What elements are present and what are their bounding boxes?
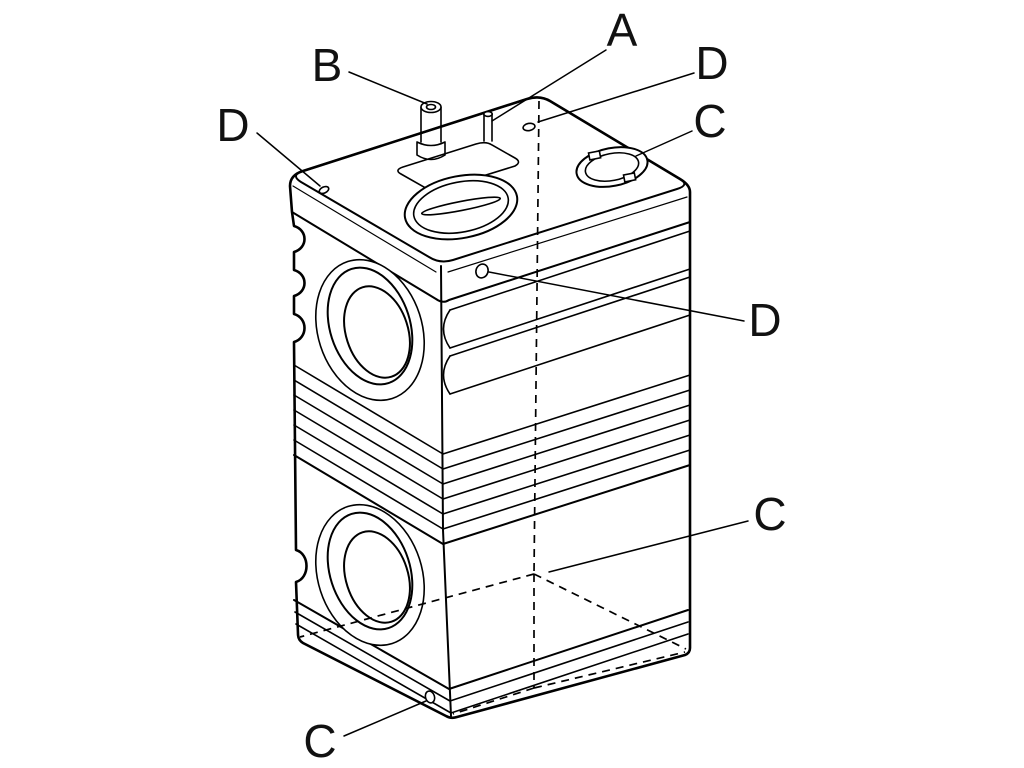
rib-end-arc bbox=[442, 309, 451, 349]
callout-label-b-top: B bbox=[312, 39, 343, 91]
callout-label-a-top: A bbox=[607, 4, 638, 56]
front-corner-edge bbox=[440, 265, 452, 717]
hidden-back-edge bbox=[533, 100, 540, 575]
vent-hole-cap-side bbox=[475, 263, 489, 279]
leader-d-mid-right bbox=[488, 271, 745, 322]
rib-line bbox=[293, 379, 691, 470]
vent-hole-top bbox=[522, 122, 536, 132]
filler-cap-slot bbox=[420, 196, 502, 216]
leader-d-top-right bbox=[537, 72, 695, 123]
rib-line bbox=[449, 314, 691, 395]
callout-label-c-bottom-left: C bbox=[303, 715, 336, 767]
top-features bbox=[318, 100, 649, 241]
rib-line bbox=[293, 439, 691, 530]
leader-c-mid-right bbox=[548, 520, 749, 573]
rib-line bbox=[294, 611, 689, 702]
callouts: A B D C D D C C bbox=[216, 4, 786, 767]
cap-chamfer-right bbox=[447, 196, 688, 273]
nipple-collar bbox=[416, 141, 446, 161]
rib-line bbox=[295, 623, 689, 714]
rib-line bbox=[293, 364, 691, 455]
rib-line bbox=[293, 424, 691, 515]
mid-ribs bbox=[293, 364, 691, 530]
leader-d-top-left bbox=[256, 132, 321, 187]
filler-cap bbox=[403, 173, 519, 241]
rib-line bbox=[449, 268, 691, 349]
nipple-bore bbox=[425, 103, 437, 111]
rib-line bbox=[449, 276, 691, 357]
vent-hole-top-left bbox=[318, 185, 330, 195]
callout-label-d-top-right: D bbox=[695, 37, 728, 89]
top-recess-tray bbox=[397, 141, 520, 191]
leader-c-bottom-left bbox=[343, 700, 427, 737]
nipple-barrel bbox=[420, 106, 442, 143]
hidden-bottom-right-edge bbox=[533, 573, 687, 650]
bayonet-tab bbox=[622, 171, 637, 183]
callout-label-d-mid-right: D bbox=[748, 294, 781, 346]
callout-label-c-top-right: C bbox=[693, 95, 726, 147]
upper-ribs bbox=[442, 230, 691, 395]
bayonet-tab bbox=[587, 149, 602, 161]
hidden-base-left-edge bbox=[452, 687, 535, 715]
hidden-edges bbox=[299, 100, 687, 715]
pin-top bbox=[482, 110, 493, 118]
callout-label-c-mid-right: C bbox=[753, 488, 786, 540]
rib-line bbox=[293, 394, 691, 485]
lower-module-top-edge bbox=[293, 454, 691, 545]
top-pin bbox=[482, 110, 493, 142]
upper-port-bore bbox=[343, 285, 411, 379]
pin-sides bbox=[483, 113, 493, 142]
rib-line bbox=[293, 409, 691, 500]
hidden-bottom-left-edge bbox=[299, 573, 535, 638]
rib-line bbox=[449, 230, 691, 311]
leader-b-top bbox=[348, 71, 428, 105]
lower-port-bore bbox=[343, 530, 411, 624]
leader-c-top-right bbox=[635, 130, 693, 157]
upper-port bbox=[314, 258, 426, 402]
hidden-base-right-edge bbox=[533, 651, 686, 689]
bottom-ribs bbox=[294, 611, 689, 714]
cap-bottom-edge bbox=[291, 211, 691, 303]
drain-hole-bottom bbox=[424, 690, 436, 704]
lower-port bbox=[314, 503, 426, 647]
bayonet-port bbox=[575, 146, 649, 188]
callout-label-d-top-left: D bbox=[216, 99, 249, 151]
rib-end-arc bbox=[442, 355, 451, 395]
cap-chamfer-left bbox=[292, 185, 437, 273]
leader-a-top bbox=[491, 49, 607, 122]
top-face-outline bbox=[295, 96, 686, 263]
